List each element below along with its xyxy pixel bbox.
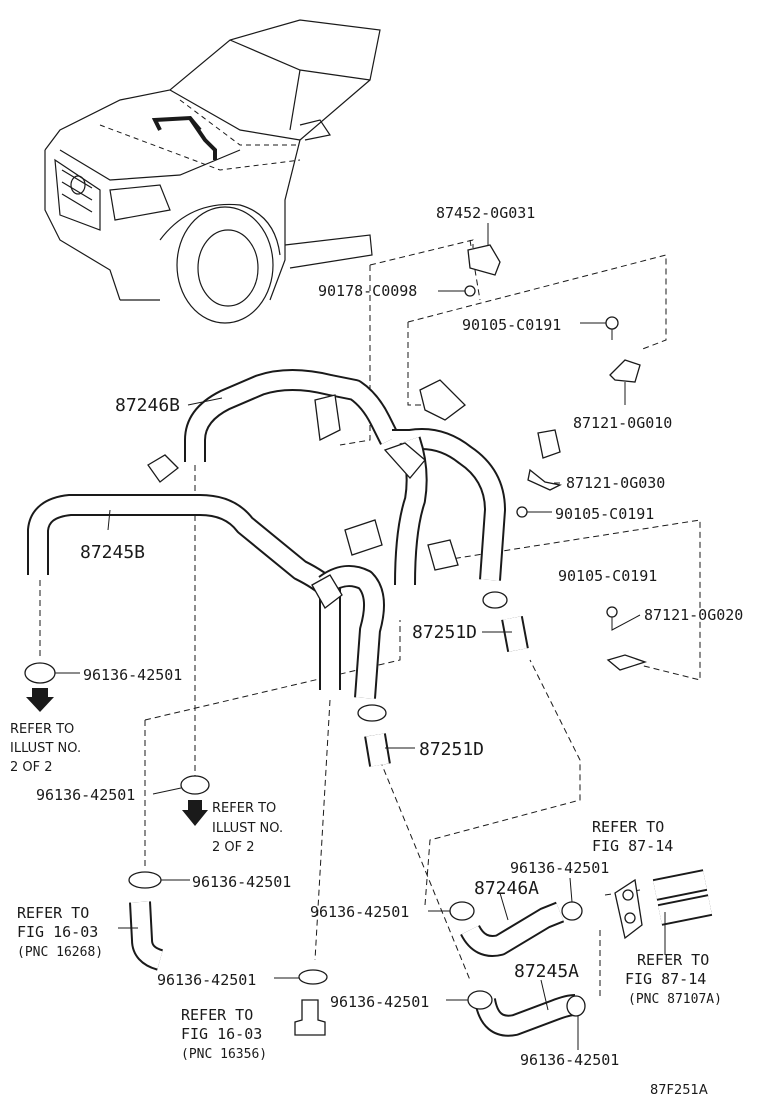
ref-fig1603b-line1: REFER TO xyxy=(181,1006,253,1024)
label-87121-0G020: 87121-0G020 xyxy=(644,606,743,624)
ref-illust-left-line1: REFER TO xyxy=(10,722,74,737)
ref-fig8714a-line2: FIG 87-14 xyxy=(592,837,673,855)
vehicle-illustration xyxy=(44,19,381,324)
label-96136-42501-a: 96136-42501 xyxy=(83,666,182,684)
label-96136-42501-c: 96136-42501 xyxy=(192,873,291,891)
label-87452-0G031: 87452-0G031 xyxy=(436,204,535,222)
ref-illust-left-line2: ILLUST NO. xyxy=(10,741,81,756)
diagram-code: 87F251A xyxy=(650,1083,708,1098)
ref-fig1603b-line3: (PNC 16356) xyxy=(181,1047,267,1062)
ref-fig8714a-line1: REFER TO xyxy=(592,818,664,836)
ref-illust-mid-line3: 2 OF 2 xyxy=(212,840,255,855)
label-96136-42501-g: 96136-42501 xyxy=(330,993,429,1011)
clamps-and-brackets xyxy=(24,244,648,1036)
ref-fig1603a-line2: FIG 16-03 xyxy=(17,923,98,941)
label-96136-42501-f: 96136-42501 xyxy=(510,859,609,877)
label-87251D-lower: 87251D xyxy=(419,739,484,760)
label-96136-42501-h: 96136-42501 xyxy=(520,1051,619,1069)
label-96136-42501-d: 96136-42501 xyxy=(310,903,409,921)
label-96136-42501-e: 96136-42501 xyxy=(157,971,256,989)
reference-notes: REFER TO ILLUST NO. 2 OF 2 REFER TO ILLU… xyxy=(10,722,722,1062)
label-87246B: 87246B xyxy=(115,395,180,416)
ref-illust-mid-line1: REFER TO xyxy=(212,801,276,816)
label-90178-C0098: 90178-C0098 xyxy=(318,282,417,300)
ref-illust-mid-line2: ILLUST NO. xyxy=(212,821,283,836)
leader-lines xyxy=(55,223,666,1050)
label-87245B: 87245B xyxy=(80,542,145,563)
ref-fig8714b-line2: FIG 87-14 xyxy=(625,970,706,988)
ref-fig1603a-line3: (PNC 16268) xyxy=(17,945,103,960)
label-87246A: 87246A xyxy=(474,878,539,899)
label-90105-C0191-c: 90105-C0191 xyxy=(558,567,657,585)
ref-illust-left-line3: 2 OF 2 xyxy=(10,760,53,775)
label-90105-C0191-b: 90105-C0191 xyxy=(555,505,654,523)
ref-fig1603b-line2: FIG 16-03 xyxy=(181,1025,262,1043)
ref-fig8714b-line3: (PNC 87107A) xyxy=(628,992,722,1007)
label-90105-C0191-a: 90105-C0191 xyxy=(462,316,561,334)
ref-fig8714b-line1: REFER TO xyxy=(637,951,709,969)
ref-fig1603a-line1: REFER TO xyxy=(17,904,89,922)
label-96136-42501-b: 96136-42501 xyxy=(36,786,135,804)
label-87121-0G030: 87121-0G030 xyxy=(566,474,665,492)
label-87121-0G010: 87121-0G010 xyxy=(573,414,672,432)
label-87245A: 87245A xyxy=(514,961,579,982)
part-labels: 87452-0G031 90178-C0098 90105-C0191 8712… xyxy=(36,204,743,1098)
dashed-guides xyxy=(39,239,701,1000)
label-87251D-upper: 87251D xyxy=(412,622,477,643)
